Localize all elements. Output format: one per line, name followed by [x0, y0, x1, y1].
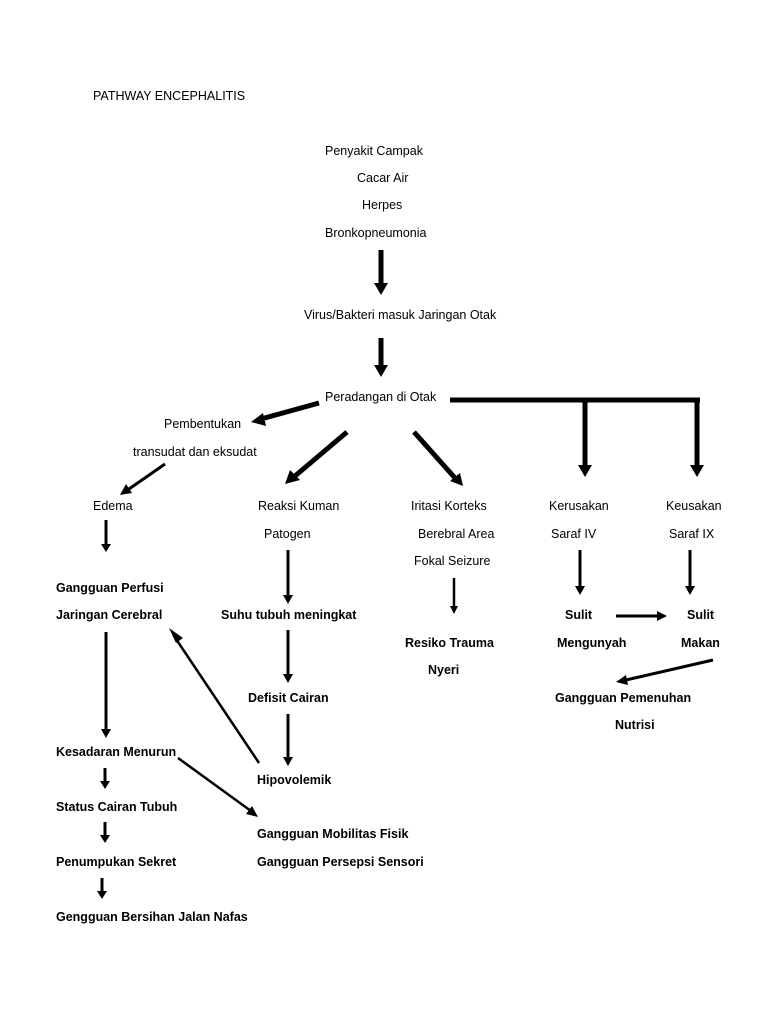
- arrow-secretion-to-airway: [97, 878, 107, 899]
- arrow-nerve9-to-eat: [685, 550, 695, 595]
- arrow-chew-to-eat: [616, 611, 667, 621]
- diagram-title: PATHWAY ENCEPHALITIS: [93, 89, 246, 103]
- heavy-arrows: [251, 250, 704, 486]
- arrow-nerve4-to-chew: [575, 550, 585, 595]
- arrow-inflammation-to-pathogen: [285, 430, 349, 484]
- arrow-inflammation-to-exudate: [251, 400, 320, 426]
- arrow-hypovolemic-to-perfusion: [169, 628, 261, 764]
- arrow-edema-to-perfusion: [101, 520, 111, 552]
- cause-chickenpox: Cacar Air: [357, 171, 409, 185]
- cause-bronchopneumonia: Bronkopneumonia: [325, 226, 427, 240]
- node-cortex-line2: Berebral Area: [418, 527, 495, 541]
- node-pathogen-line1: Reaksi Kuman: [258, 499, 340, 513]
- node-chew-line1: Sulit: [565, 608, 593, 622]
- arrow-inflammation-to-cortex: [412, 430, 463, 486]
- node-exudate-line1: Pembentukan: [164, 417, 242, 431]
- node-nutrition-line1: Gangguan Pemenuhan: [555, 691, 692, 705]
- node-nerve4-line2: Saraf IV: [551, 527, 597, 541]
- node-perfusion-line2: Jaringan Cerebral: [56, 608, 163, 622]
- node-fluid-status: Status Cairan Tubuh: [56, 800, 178, 814]
- node-cortex-line1: Iritasi Korteks: [411, 499, 487, 513]
- node-inflammation: Peradangan di Otak: [325, 390, 437, 404]
- arrow-inflammation-to-nerves-bar: [450, 397, 704, 477]
- node-airway: Gengguan Bersihan Jalan Nafas: [56, 910, 248, 924]
- node-nerve9-line2: Saraf IX: [669, 527, 715, 541]
- node-fluid-deficit: Defisit Cairan: [248, 691, 329, 705]
- thin-arrows: [97, 462, 714, 899]
- node-exudate-line2: transudat dan eksudat: [133, 445, 257, 459]
- arrow-virus-to-inflammation: [374, 338, 388, 377]
- node-chew-line2: Mengunyah: [557, 636, 627, 650]
- node-consciousness: Kesadaran Menurun: [56, 745, 177, 759]
- node-cortex-line3: Fokal Seizure: [414, 554, 491, 568]
- arrow-consciousness-to-fluid: [100, 768, 110, 789]
- node-trauma-line1: Resiko Trauma: [405, 636, 494, 650]
- cause-herpes: Herpes: [362, 198, 403, 212]
- node-hypovolemic: Hipovolemik: [257, 773, 332, 787]
- arrow-exudate-to-edema: [120, 462, 166, 495]
- arrow-perfusion-to-consciousness: [101, 632, 111, 738]
- node-virus-entry: Virus/Bakteri masuk Jaringan Otak: [304, 308, 497, 322]
- node-perception: Gangguan Persepsi Sensori: [257, 855, 424, 869]
- arrow-fluid-to-secretion: [100, 822, 110, 843]
- node-trauma-line2: Nyeri: [428, 663, 460, 677]
- node-pathogen-line2: Patogen: [264, 527, 311, 541]
- arrow-temperature-to-deficit: [283, 630, 293, 683]
- node-temperature: Suhu tubuh meningkat: [221, 608, 357, 622]
- node-eat-line2: Makan: [681, 636, 720, 650]
- arrow-causes-to-virus: [374, 250, 388, 295]
- arrow-deficit-to-hypovolemic: [283, 714, 293, 766]
- arrow-pathogen-to-temperature: [283, 550, 293, 604]
- arrow-eat-to-nutrition: [616, 658, 714, 685]
- node-eat-line1: Sulit: [687, 608, 715, 622]
- arrow-consciousness-to-mobility: [177, 756, 258, 817]
- node-nutrition-line2: Nutrisi: [615, 718, 655, 732]
- node-perfusion-line1: Gangguan Perfusi: [56, 581, 164, 595]
- node-nerve4-line1: Kerusakan: [549, 499, 609, 513]
- node-secretion: Penumpukan Sekret: [56, 855, 177, 869]
- cause-measles: Penyakit Campak: [325, 144, 423, 158]
- node-mobility: Gangguan Mobilitas Fisik: [257, 827, 409, 841]
- arrow-cortex-to-trauma: [450, 578, 458, 614]
- node-edema: Edema: [93, 499, 133, 513]
- node-nerve9-line1: Keusakan: [666, 499, 722, 513]
